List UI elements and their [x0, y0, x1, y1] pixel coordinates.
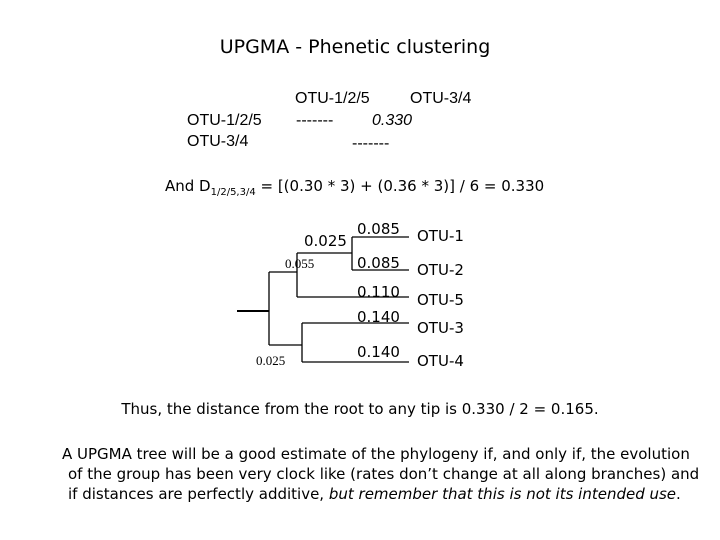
formula-expression: = [(0.30 * 3) + (0.36 * 3)] / 6 = 0.330 [255, 177, 545, 195]
formula-subscript: 1/2/5,3/4 [210, 187, 256, 198]
matrix-cell-dash: ------- [352, 135, 390, 152]
internal-label-clade-125: 0.055 [285, 256, 314, 271]
paragraph-period: . [676, 485, 681, 503]
tip-label-otu-2: OTU-2 [417, 261, 464, 279]
formula-prefix: And D [165, 177, 211, 195]
internal-label-clade-12: 0.025 [304, 232, 347, 250]
paragraph-text: if distances are perfectly additive, [68, 485, 329, 503]
branch-label-otu-4: 0.140 [357, 343, 400, 361]
branch-label-otu-1: 0.085 [357, 220, 400, 238]
paragraph-emphasis: but remember that this is not its intend… [328, 485, 677, 503]
distance-formula: And D1/2/5,3/4 = [(0.30 * 3) + (0.36 * 3… [165, 177, 544, 198]
tree-branches [237, 236, 409, 363]
branch-label-otu-2: 0.085 [357, 254, 400, 272]
matrix-row-header-otu-125: OTU-1/2/5 [187, 112, 262, 129]
branch-label-otu-5: 0.110 [357, 283, 400, 301]
explanation-paragraph: A UPGMA tree will be a good estimate of … [62, 444, 702, 504]
tip-label-otu-5: OTU-5 [417, 291, 464, 309]
slide-title: UPGMA - Phenetic clustering [219, 36, 491, 58]
matrix-cell-distance: 0.330 [372, 112, 413, 129]
tip-label-otu-4: OTU-4 [417, 352, 464, 370]
matrix-col-header-otu-125: OTU-1/2/5 [295, 90, 370, 107]
matrix-col-header-otu-34: OTU-3/4 [410, 90, 472, 107]
matrix-row-header-otu-34: OTU-3/4 [187, 133, 249, 150]
paragraph-line: of the group has been very clock like (r… [68, 465, 700, 483]
paragraph-line: if distances are perfectly additive, but… [62, 484, 702, 504]
matrix-cell-dash: ------- [296, 112, 334, 129]
tip-label-otu-1: OTU-1 [417, 227, 464, 245]
internal-label-root-lower: 0.025 [256, 353, 285, 368]
branch-label-otu-3: 0.140 [357, 308, 400, 326]
root-distance-sentence: Thus, the distance from the root to any … [121, 400, 599, 418]
paragraph-line: A UPGMA tree will be a good estimate of … [62, 445, 690, 463]
tip-label-otu-3: OTU-3 [417, 319, 464, 337]
